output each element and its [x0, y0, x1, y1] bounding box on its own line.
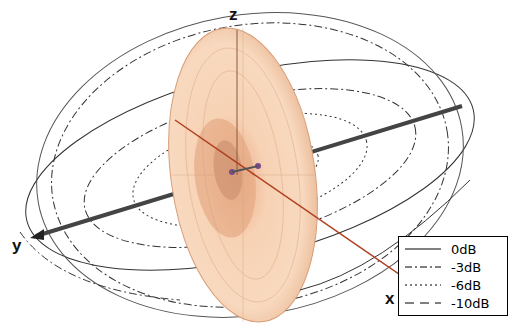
z-axis-label: z: [229, 6, 238, 23]
legend-row: 0dB: [403, 240, 503, 258]
y-axis-label: y: [12, 237, 21, 254]
line-sample: [403, 298, 443, 308]
legend-text: -6dB: [451, 278, 481, 293]
legend-box: 0dB -3dB -6dB -10dB: [398, 236, 508, 316]
line-sample: [403, 280, 443, 290]
legend-text: -10dB: [451, 296, 489, 311]
legend-row: -6dB: [403, 276, 503, 294]
legend-row: -10dB: [403, 294, 503, 312]
legend-text: 0dB: [451, 242, 476, 257]
legend-row: -3dB: [403, 258, 503, 276]
line-sample: [403, 262, 443, 272]
legend-text: -3dB: [451, 260, 481, 275]
x-axis-label: x: [385, 290, 394, 307]
line-sample: [403, 244, 443, 254]
